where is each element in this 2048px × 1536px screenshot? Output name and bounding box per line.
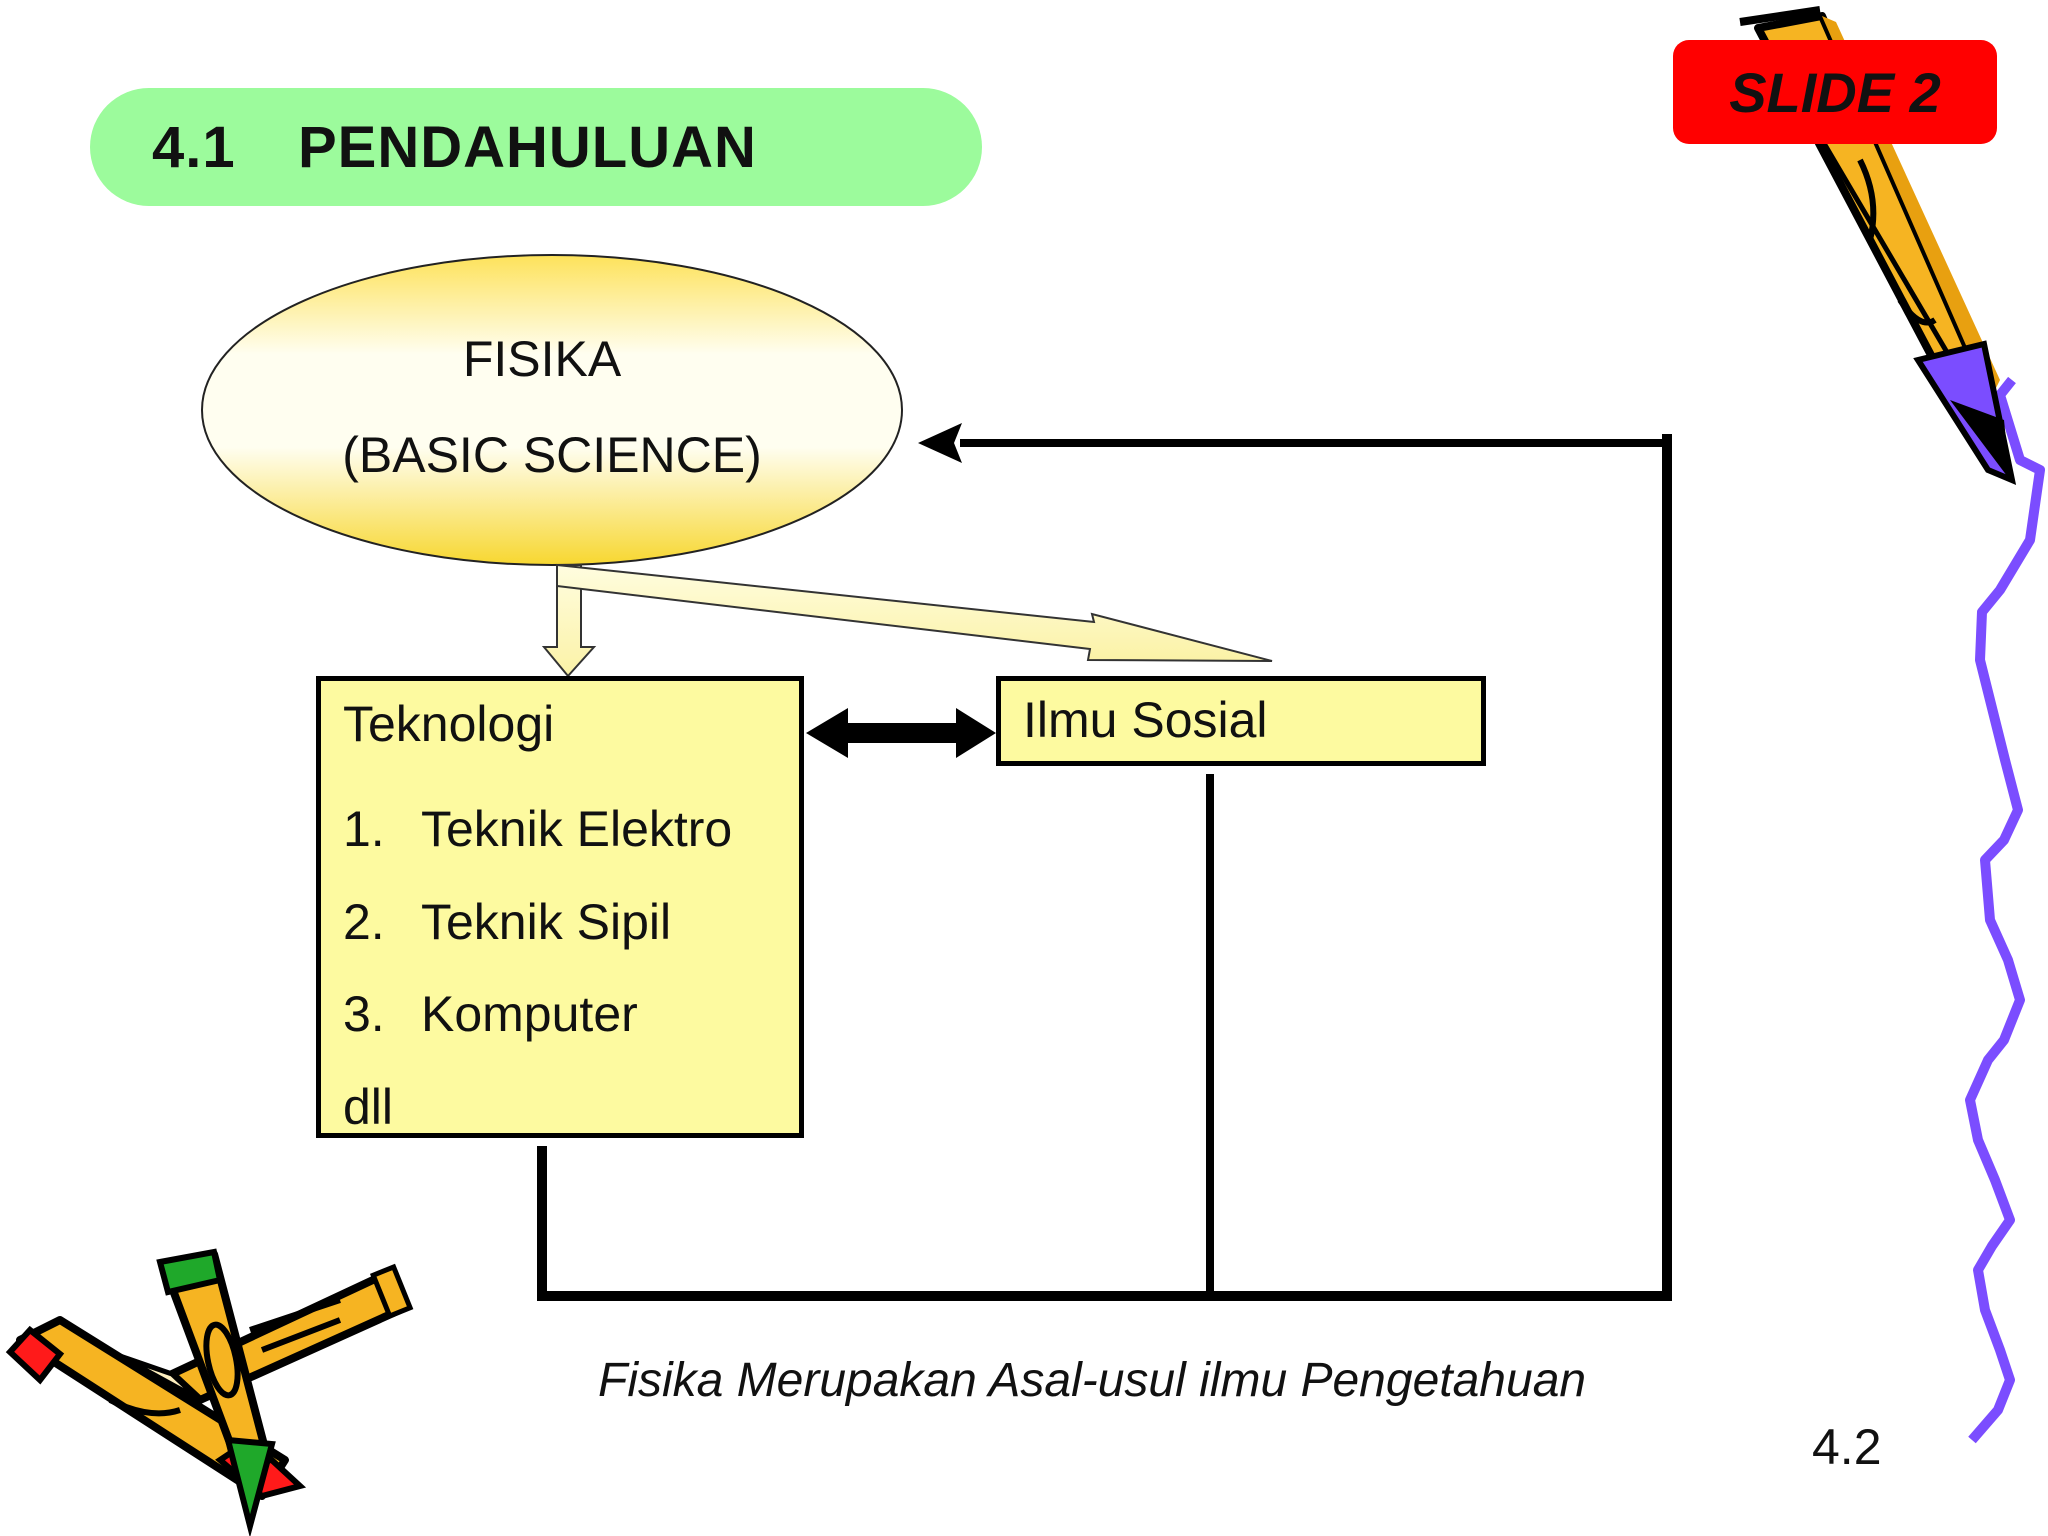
page-number: 4.2 [1812, 1419, 1882, 1475]
section-title: PENDAHULUAN [298, 114, 757, 180]
teknologi-box: Teknologi 1. Teknik Elektro 2. Teknik Sipi… [316, 676, 804, 1138]
list-item-number: 2. [343, 893, 385, 950]
arrow-diagonal-to-ilmu-sosial [556, 563, 1273, 662]
teknologi-heading: Teknologi [343, 696, 555, 752]
teknologi-footer: dll [343, 1078, 394, 1135]
double-arrow-teknologi-ilmu-sosial [806, 708, 996, 758]
fisika-ellipse [201, 254, 903, 566]
ilmu-sosial-box: Ilmu Sosial [996, 676, 1486, 766]
list-item: 1. Teknik Elektro [343, 783, 799, 876]
fisika-sublabel: (BASIC SCIENCE) [342, 427, 762, 483]
list-item: 3. Komputer [343, 968, 799, 1061]
list-item-label: Teknik Elektro [421, 801, 733, 857]
crossed-pencils-icon [5, 1248, 414, 1536]
diagram-caption: Fisika Merupakan Asal-usul ilmu Pengetah… [598, 1354, 1587, 1407]
slide-badge: SLIDE 2 [1673, 40, 1997, 144]
feedback-arrowhead [918, 423, 962, 463]
fisika-node: FISIKA (BASIC SCIENCE) [200, 252, 904, 562]
feedback-line [537, 434, 1672, 1301]
list-item-number: 3. [343, 986, 385, 1042]
list-item-number: 1. [343, 801, 385, 857]
fisika-label: FISIKA [462, 331, 622, 387]
squiggle-line-icon [1965, 376, 2045, 1444]
list-item-label: Komputer [421, 986, 638, 1042]
section-title-pill: 4.1 PENDAHULUAN [90, 88, 982, 206]
section-number: 4.1 [152, 114, 236, 180]
list-item: 2. Teknik Sipil [343, 876, 799, 969]
list-item-label: Teknik Sipil [421, 893, 672, 950]
